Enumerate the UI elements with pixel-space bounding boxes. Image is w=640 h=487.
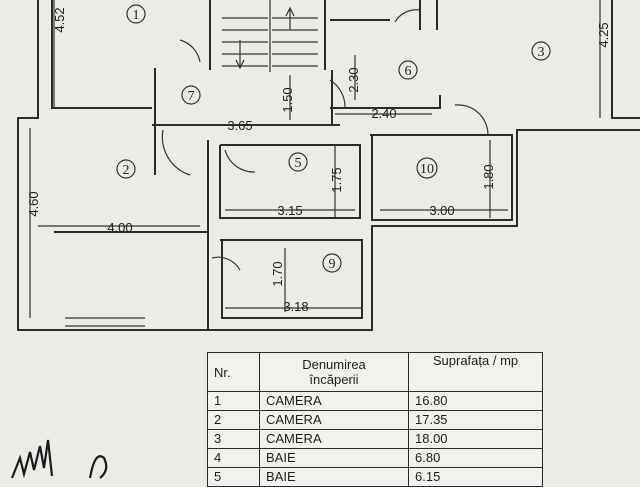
svg-text:2: 2 bbox=[123, 163, 130, 178]
signature bbox=[10, 439, 108, 479]
row-name: BAIE bbox=[259, 467, 409, 487]
header-area: Suprafața / mp bbox=[408, 352, 543, 392]
row-name: CAMERA bbox=[259, 391, 409, 411]
dim-label: 3.00 bbox=[429, 203, 454, 218]
dim-label: 1.70 bbox=[270, 261, 285, 286]
dim-label: 2.40 bbox=[371, 106, 396, 121]
row-area: 16.80 bbox=[408, 391, 543, 411]
table-row: 2 CAMERA 17.35 bbox=[207, 410, 543, 430]
table-row: 5 BAIE 6.15 bbox=[207, 467, 543, 487]
row-name: BAIE bbox=[259, 448, 409, 468]
svg-text:7: 7 bbox=[188, 89, 195, 104]
stair-lines bbox=[222, 0, 318, 72]
legend-table: Nr. Denumirea încăperii Suprafața / mp 1… bbox=[207, 352, 543, 487]
room-marker-7: 7 bbox=[181, 85, 201, 105]
svg-text:6: 6 bbox=[405, 64, 412, 79]
door-swings bbox=[161, 9, 489, 271]
dim-label: 4.00 bbox=[107, 220, 132, 235]
dim-label: 4.52 bbox=[52, 7, 67, 32]
svg-text:5: 5 bbox=[295, 156, 302, 171]
row-area: 6.15 bbox=[408, 467, 543, 487]
room-marker-9: 9 bbox=[322, 253, 342, 273]
table-row: 3 CAMERA 18.00 bbox=[207, 429, 543, 449]
legend-header-row: Nr. Denumirea încăperii Suprafața / mp bbox=[207, 352, 543, 392]
room-marker-3: 3 bbox=[531, 41, 551, 61]
dim-label: 1.75 bbox=[329, 167, 344, 192]
dim-label: 4.25 bbox=[596, 22, 611, 47]
svg-text:10: 10 bbox=[420, 162, 434, 177]
row-area: 18.00 bbox=[408, 429, 543, 449]
svg-text:9: 9 bbox=[329, 257, 336, 272]
dim-label: 3.18 bbox=[283, 299, 308, 314]
svg-text:1: 1 bbox=[133, 8, 140, 23]
dim-label: 1.50 bbox=[280, 87, 295, 112]
svg-text:3: 3 bbox=[538, 45, 545, 60]
room-marker-6: 6 bbox=[398, 60, 418, 80]
header-name: Denumirea încăperii bbox=[259, 352, 409, 392]
table-row: 1 CAMERA 16.80 bbox=[207, 391, 543, 411]
dim-label: 1.80 bbox=[481, 164, 496, 189]
dimension-lines bbox=[29, 0, 601, 318]
header-name-line1: Denumirea bbox=[302, 357, 366, 372]
header-name-line2: încăperii bbox=[309, 372, 359, 387]
room-marker-2: 2 bbox=[116, 159, 136, 179]
dim-label: 4.60 bbox=[26, 191, 41, 216]
row-area: 17.35 bbox=[408, 410, 543, 430]
header-nr: Nr. bbox=[207, 352, 260, 392]
outer-wall bbox=[17, 0, 640, 331]
outer-wall-right bbox=[611, 0, 640, 119]
table-row: 4 BAIE 6.80 bbox=[207, 448, 543, 468]
window bbox=[65, 317, 145, 327]
outer-wall-top-left bbox=[51, 0, 152, 109]
row-name: CAMERA bbox=[259, 410, 409, 430]
dim-label: 3.15 bbox=[277, 203, 302, 218]
row-nr: 2 bbox=[207, 410, 260, 430]
row-area: 6.80 bbox=[408, 448, 543, 468]
dim-label: 3.65 bbox=[227, 118, 252, 133]
row-nr: 3 bbox=[207, 429, 260, 449]
room-marker-1: 1 bbox=[126, 4, 146, 24]
room-marker-5: 5 bbox=[288, 152, 308, 172]
row-nr: 5 bbox=[207, 467, 260, 487]
corridor-walls bbox=[209, 0, 438, 70]
row-nr: 1 bbox=[207, 391, 260, 411]
dim-label: 2.30 bbox=[346, 67, 361, 92]
row-nr: 4 bbox=[207, 448, 260, 468]
room-marker-10: 10 bbox=[416, 157, 438, 179]
row-name: CAMERA bbox=[259, 429, 409, 449]
